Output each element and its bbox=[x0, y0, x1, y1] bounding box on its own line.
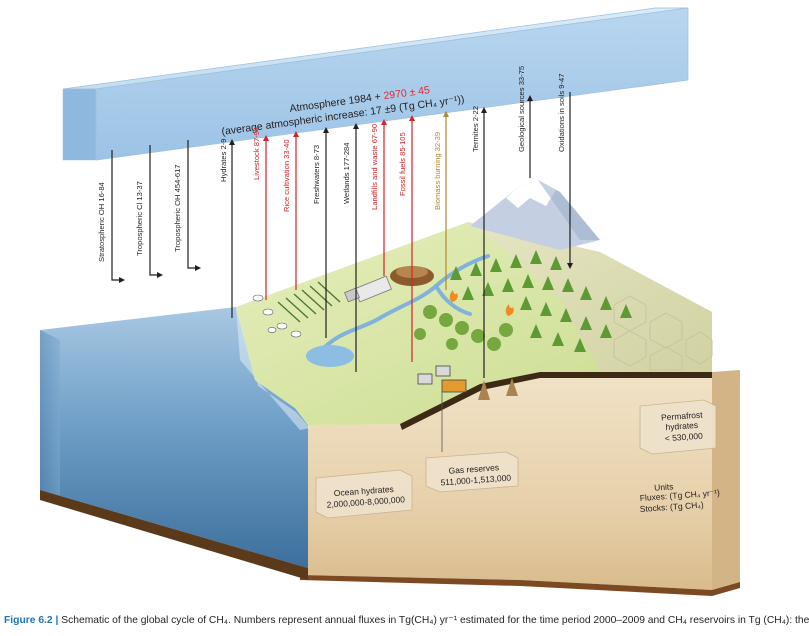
permafrost-subtitle: hydrates bbox=[665, 420, 698, 432]
flux-label: Tropospheric Cl 13-37 bbox=[135, 181, 144, 256]
ocean-hydrates-title: Ocean hydrates bbox=[334, 484, 395, 498]
figure-caption: Figure 6.2 | Schematic of the global cyc… bbox=[4, 614, 809, 626]
flux-label: Fossil fuels 85-105 bbox=[398, 132, 407, 196]
volcano-mountain bbox=[470, 180, 600, 250]
deciduous-trees bbox=[414, 305, 513, 351]
flux-label: Landfills and waste 67-90 bbox=[370, 124, 379, 210]
arrow-stratospheric-oh bbox=[111, 150, 125, 283]
fire-icon bbox=[449, 290, 514, 316]
flux-label: Tropospheric OH 454-617 bbox=[173, 164, 182, 252]
lake bbox=[306, 345, 354, 367]
flux-label: Stratospheric OH 16-84 bbox=[97, 182, 106, 262]
termite-mounds bbox=[478, 378, 518, 400]
flux-label: Wetlands 177-284 bbox=[342, 143, 351, 205]
forest bbox=[450, 250, 632, 352]
freshwater-rivers bbox=[318, 254, 490, 354]
rice-field bbox=[277, 281, 341, 323]
flux-label: Freshwaters 8-73 bbox=[312, 145, 321, 204]
flux-label: Oxidations in soils 9-47 bbox=[557, 73, 566, 152]
figure-caption-text: Schematic of the global cycle of CH₄. Nu… bbox=[58, 615, 809, 626]
ocean-hydrates-box: Ocean hydrates 2,000,000-8,000,000 bbox=[315, 469, 413, 519]
flux-label: Livestock 87-94 bbox=[252, 127, 261, 180]
permafrost-box: Permafrost hydrates < 530,000 bbox=[639, 399, 717, 455]
livestock bbox=[252, 294, 302, 338]
figure-caption-label: Figure 6.2 | bbox=[4, 615, 59, 626]
flux-label: Rice cultivation 33-40 bbox=[282, 139, 291, 212]
flux-label: Hydrates 2-9 bbox=[219, 139, 228, 182]
oil-gas-rig bbox=[417, 365, 467, 452]
units-stocks: Stocks: (Tg CH₄) bbox=[639, 500, 704, 514]
arrow-tropospheric-cl bbox=[149, 145, 163, 278]
atmosphere-box bbox=[62, 7, 689, 161]
arrow-tropospheric-oh bbox=[187, 140, 201, 271]
flux-label: Geological sources 33-75 bbox=[517, 66, 526, 152]
flux-labels: Stratospheric OH 16-84 Tropospheric Cl 13… bbox=[97, 66, 566, 262]
permafrost-value: < 530,000 bbox=[664, 431, 703, 444]
gas-reserves-box: Gas reserves 511,000-1,513,000 bbox=[425, 451, 519, 493]
methane-cycle-diagram: Atmosphere 1984 + 2970 ± 45 (average atm… bbox=[40, 7, 740, 596]
flux-arrows bbox=[111, 92, 573, 378]
permafrost-ground bbox=[613, 295, 713, 371]
flux-label: Biomass burning 32-39 bbox=[433, 132, 442, 210]
permafrost-title: Permafrost bbox=[661, 410, 704, 423]
gas-reserves-value: 511,000-1,513,000 bbox=[440, 473, 512, 488]
gas-reserves-title: Gas reserves bbox=[448, 462, 499, 476]
units-title: Units bbox=[654, 481, 674, 492]
ocean-block bbox=[40, 307, 310, 580]
flux-label: Termites 2-22 bbox=[471, 106, 480, 152]
units-legend: Units Fluxes: (Tg CH₄ yr⁻¹) Stocks: (Tg … bbox=[639, 481, 720, 514]
